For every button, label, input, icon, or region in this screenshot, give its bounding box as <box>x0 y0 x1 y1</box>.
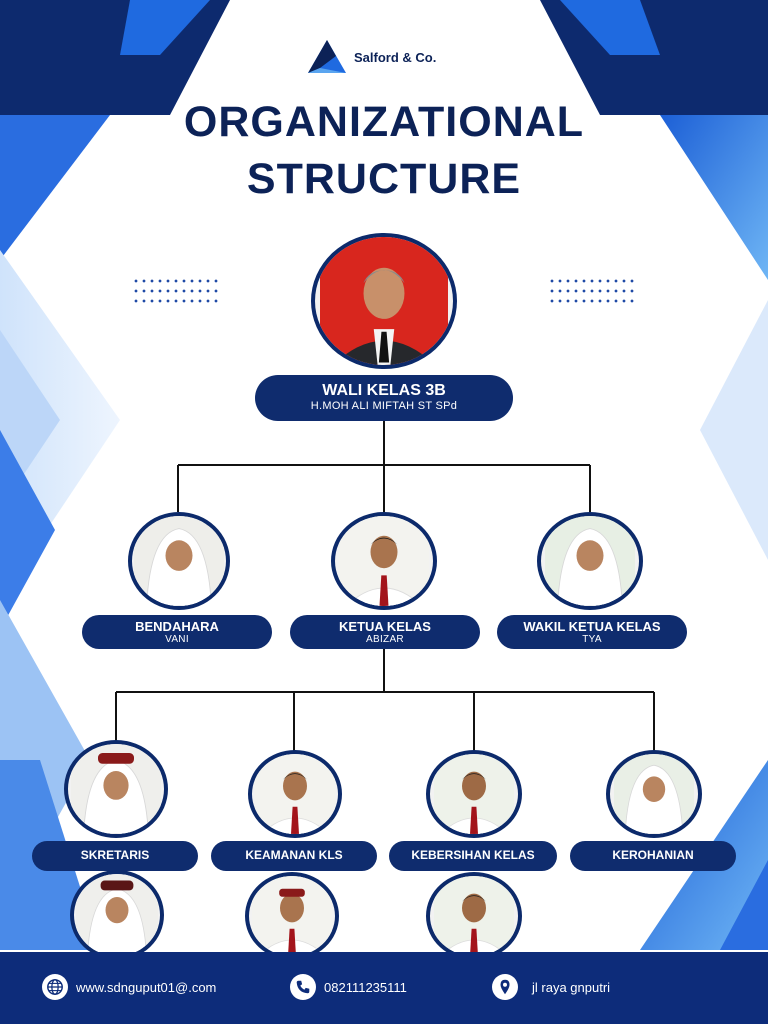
role-label: SKRETARIS <box>80 848 150 862</box>
student-portrait-icon <box>339 516 429 606</box>
student-portrait-icon <box>252 876 332 956</box>
student-portrait-icon <box>255 754 335 834</box>
photo-kebersihan-kelas <box>426 750 522 838</box>
photo-wali-kelas <box>311 233 457 369</box>
role-label: BENDAHARA <box>135 619 219 634</box>
person-name: H.MOH ALI MIFTAH ST SPd <box>310 400 458 412</box>
level2-pill-3: WAKIL KETUA KELAS TYA <box>497 615 687 649</box>
photo-keamanan-kls <box>248 750 342 838</box>
person-name: TYA <box>582 634 602 645</box>
footer-phone[interactable]: 082111235111 <box>290 974 407 1000</box>
level3-pill-1: SKRETARIS <box>32 841 198 871</box>
level2-pill-1: BENDAHARA VANI <box>82 615 272 649</box>
photo-member-2 <box>245 872 339 960</box>
student-portrait-icon <box>434 876 514 956</box>
level3-pill-3: KEBERSIHAN KELAS <box>389 841 557 871</box>
page-title-line1: ORGANIZATIONAL <box>183 98 585 146</box>
photo-ketua-kelas <box>331 512 437 610</box>
person-name: VANI <box>165 634 189 645</box>
hijab-portrait-icon <box>614 754 694 834</box>
role-label: KEAMANAN KLS <box>245 848 343 862</box>
brand-name: Salford & Co. <box>354 49 437 65</box>
level3-pill-4: KEROHANIAN <box>570 841 736 871</box>
person-name: ABIZAR <box>366 634 404 645</box>
photo-member-1 <box>70 870 164 960</box>
role-label: KETUA KELAS <box>339 619 431 634</box>
dot-pattern-left <box>132 276 220 306</box>
student-portrait-icon <box>434 754 514 834</box>
footer-address[interactable]: jl raya gnputri <box>492 974 610 1000</box>
phone-icon <box>290 974 316 1000</box>
hijab-portrait-icon <box>134 516 224 606</box>
brand-logo: Salford & Co. <box>306 38 436 76</box>
role-label: KEROHANIAN <box>612 848 694 862</box>
footer-website[interactable]: www.sdnguput01@.com <box>42 974 216 1000</box>
photo-member-3 <box>426 872 522 960</box>
address-text: jl raya gnputri <box>532 979 611 995</box>
phone-text: 082111235111 <box>324 979 407 995</box>
hijab-portrait-icon <box>545 516 635 606</box>
role-label: KEBERSIHAN KELAS <box>411 848 535 862</box>
head-role-pill: WALI KELAS 3B H.MOH ALI MIFTAH ST SPd <box>255 375 513 421</box>
dot-pattern-right <box>548 276 636 306</box>
level3-pill-2: KEAMANAN KLS <box>211 841 377 871</box>
location-pin-icon <box>492 974 518 1000</box>
role-label: WALI KELAS 3B <box>322 382 446 399</box>
level2-pill-2: KETUA KELAS ABIZAR <box>290 615 480 649</box>
photo-wakil-ketua-kelas <box>537 512 643 610</box>
photo-bendahara <box>128 512 230 610</box>
page-title-line2: STRUCTURE <box>246 155 522 203</box>
website-text: www.sdnguput01@.com <box>76 979 217 995</box>
hijab-portrait-icon <box>76 874 158 956</box>
person-portrait-icon <box>320 237 448 365</box>
photo-kerohanian <box>606 750 702 838</box>
globe-icon <box>42 974 68 1000</box>
hijab-portrait-icon <box>71 744 161 834</box>
role-label: WAKIL KETUA KELAS <box>523 619 661 634</box>
footer-bar <box>0 952 768 1024</box>
photo-skretaris <box>64 740 168 838</box>
triangle-logo-icon <box>308 40 346 73</box>
